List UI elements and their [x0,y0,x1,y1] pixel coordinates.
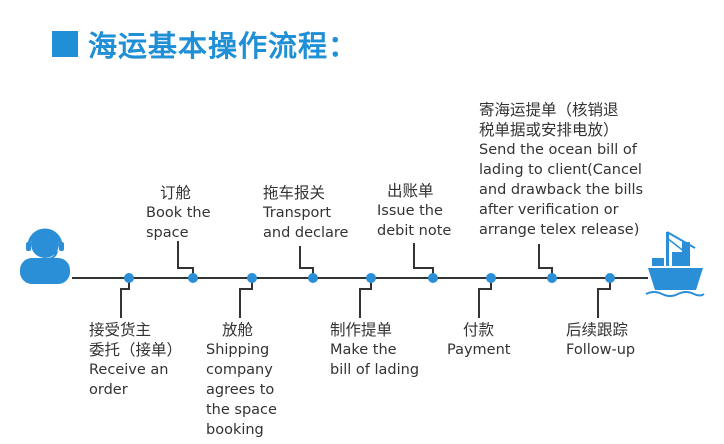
connector-step-4 [299,246,314,278]
node-step-9 [605,273,615,283]
node-step-2 [188,273,198,283]
step-en: bill of lading [330,362,420,378]
title-block: 海运基本操作流程： [52,22,358,66]
connector-step-3 [239,278,253,318]
connector-step-2 [177,241,194,278]
step-follow-up: 后续跟踪 Follow-up [566,320,635,360]
step-zh: 税单据或安排电放） [479,121,619,139]
step-en: Send the ocean bill of [479,142,637,158]
step-zh: 出账单 [387,182,434,200]
step-zh: 放舱 [222,321,254,339]
step-en: agrees to [206,382,275,398]
step-en: after verification or [479,202,619,218]
step-en: lading to client(Cancel [479,162,642,178]
step-en: Shipping [206,342,270,358]
step-en: debit note [377,223,452,239]
step-en: the space [206,402,277,418]
step-en: Follow-up [566,342,636,358]
node-step-7 [486,273,496,283]
step-en: Make the [330,342,397,358]
step-en: Issue the [377,203,443,219]
step-transport-declare: 拖车报关 Transport and declare [263,183,348,243]
step-send-ocean-bill: 寄海运提单（核销退 税单据或安排电放） Send the ocean bill … [479,100,643,240]
step-receive-order: 接受货主 委托（接单） Receive an order [89,320,182,400]
step-zh: 接受货主 [89,321,152,339]
step-payment: 付款 Payment [447,320,510,360]
node-step-5 [366,273,376,283]
step-zh: 寄海运提单（核销退 [479,101,619,119]
step-zh: 后续跟踪 [566,321,629,339]
node-step-1 [124,273,134,283]
step-en: company [206,362,273,378]
step-en: Receive an [89,362,169,378]
title-square-marker [52,31,78,57]
step-en: space [146,225,189,241]
step-zh: 委托（接单） [89,341,183,359]
step-zh: 制作提单 [330,321,393,339]
connector-step-5 [359,278,372,318]
node-step-4 [308,273,318,283]
step-en: arrange telex release) [479,222,640,238]
step-en: and declare [263,225,349,241]
step-zh: 拖车报关 [263,184,326,202]
step-space-release: 放舱 Shipping company agrees to the space … [206,320,277,440]
connector-step-6 [413,243,434,278]
customer-service-agent-icon [20,228,70,284]
node-step-8 [547,273,557,283]
connector-step-9 [597,278,611,318]
step-en: order [89,382,128,398]
step-en: Transport [263,205,332,221]
step-en: Book the [146,205,211,221]
step-zh: 付款 [463,321,495,339]
connector-step-1 [120,278,130,318]
node-step-3 [247,273,257,283]
node-step-6 [428,273,438,283]
page-title: 海运基本操作流程： [88,29,359,63]
step-make-bill-of-lading: 制作提单 Make the bill of lading [330,320,419,380]
step-zh: 订舱 [160,184,192,202]
step-en: and drawback the bills [479,182,644,198]
connector-step-7 [478,278,492,318]
step-issue-debit-note: 出账单 Issue the debit note [377,181,451,241]
step-en: Payment [447,342,511,358]
cargo-ship-icon [645,231,705,297]
step-en: booking [206,422,264,438]
connector-step-8 [538,244,553,278]
step-book-space: 订舱 Book the space [146,183,211,243]
